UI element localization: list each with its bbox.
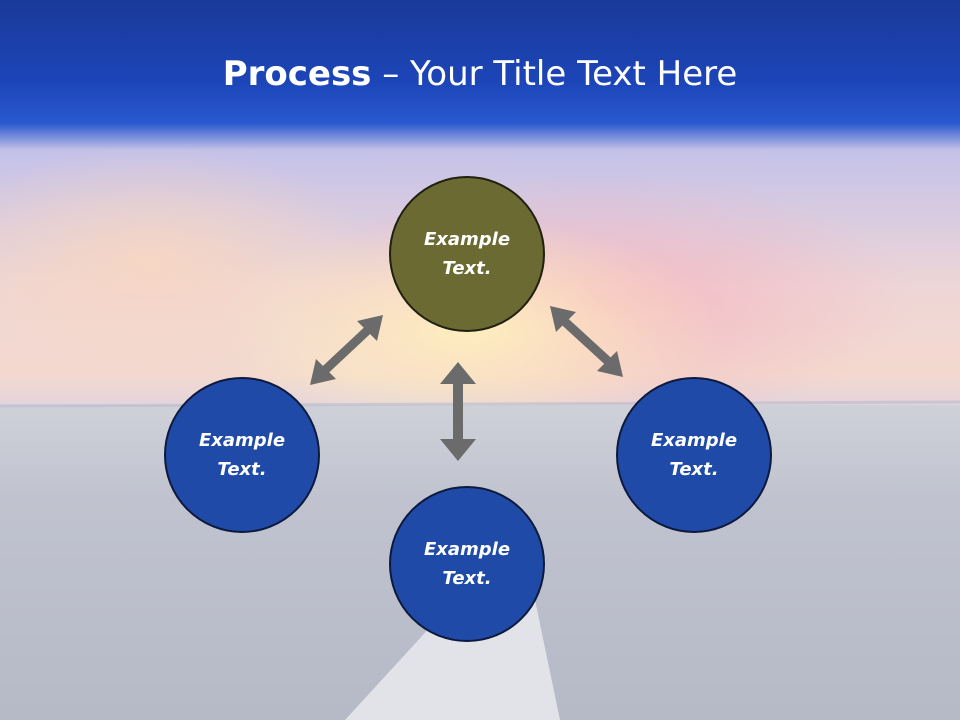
node-bottom-text: Example Text. [407,535,527,593]
process-node-top: Example Text. [389,176,545,332]
node-left-line2: Text. [217,459,267,480]
title-rest: – Your Title Text Here [371,54,738,94]
node-left-line1: Example [198,430,286,451]
node-top-text: Example Text. [407,225,527,283]
node-left-text: Example Text. [182,426,302,484]
node-bottom-line2: Text. [442,568,492,589]
arrow-vertical [440,362,476,461]
arrow-left-diagonal [310,315,383,385]
process-node-left: Example Text. [164,377,320,533]
title-bold: Process [222,54,372,94]
process-node-right: Example Text. [616,377,772,533]
node-right-line2: Text. [669,459,719,480]
process-node-bottom: Example Text. [389,486,545,642]
slide-title: Process – Your Title Text Here [0,52,960,96]
node-right-line1: Example [650,430,738,451]
node-bottom-line1: Example [423,539,511,560]
node-right-text: Example Text. [634,426,754,484]
arrow-right-diagonal [550,306,623,377]
node-top-line1: Example [423,229,511,250]
title-bar [0,0,960,150]
node-top-line2: Text. [442,258,492,279]
